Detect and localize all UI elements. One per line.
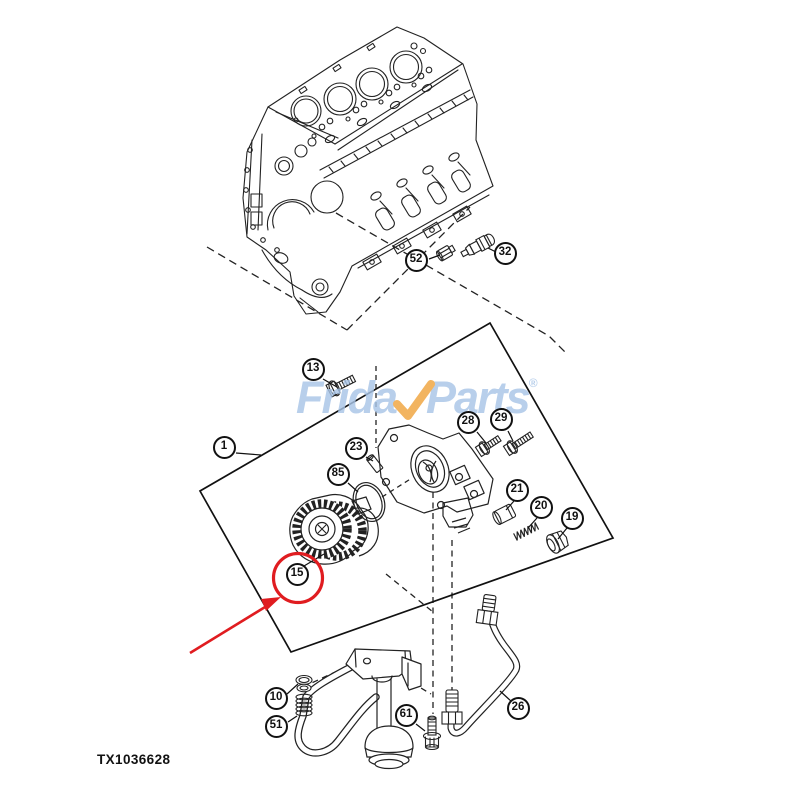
exploded-group-box [198, 321, 615, 654]
callout-61: 61 [394, 703, 418, 727]
callout-21: 21 [505, 478, 529, 502]
red-arrow-shaft [189, 602, 271, 655]
red-arrow-head [261, 597, 281, 611]
bracket [345, 648, 422, 691]
oil-pump-gerotor [289, 493, 379, 565]
callout-85: 85 [326, 462, 350, 486]
bolt-13 [325, 374, 357, 398]
callout-20: 20 [529, 495, 553, 519]
callout-23: 23 [344, 436, 368, 460]
callout-1: 1 [212, 435, 236, 459]
o-ring-85 [352, 482, 386, 522]
bolt-29 [502, 431, 535, 457]
relief-valve-plunger-21 [492, 503, 517, 526]
callout-15: 15 [285, 562, 309, 586]
pump-cover-plate [377, 424, 494, 534]
callout-13: 13 [301, 357, 325, 381]
callout-28: 28 [456, 410, 480, 434]
relief-valve-plug-19 [546, 530, 569, 554]
figure-id-label: TX1036628 [97, 752, 171, 767]
engine-block-drawing [242, 26, 494, 315]
pickup-tube-assembly [294, 648, 442, 770]
callout-29: 29 [489, 407, 513, 431]
strainer-bell [364, 678, 414, 770]
callout-51: 51 [264, 714, 288, 738]
callout-10: 10 [264, 686, 288, 710]
callout-52: 52 [404, 248, 428, 272]
callout-26: 26 [506, 696, 530, 720]
ferrule-10 [295, 693, 313, 717]
tube-fitting-top [475, 594, 499, 626]
callout-32: 32 [493, 241, 517, 265]
bolt-28 [474, 435, 502, 458]
red-highlight-circle [271, 551, 325, 605]
oil-pressure-sensor-32 [460, 233, 496, 258]
pin-23 [366, 454, 384, 473]
bolt-61 [422, 715, 442, 751]
washers-10 [295, 674, 313, 693]
projection-dashed-lines [206, 206, 568, 714]
callout-19: 19 [560, 506, 584, 530]
relief-valve-spring-20 [513, 522, 540, 541]
tube-fitting-mid [441, 689, 463, 725]
plug-52 [436, 244, 456, 262]
callout-leader-lines [235, 247, 568, 732]
oil-line-tube-26 [441, 594, 521, 737]
